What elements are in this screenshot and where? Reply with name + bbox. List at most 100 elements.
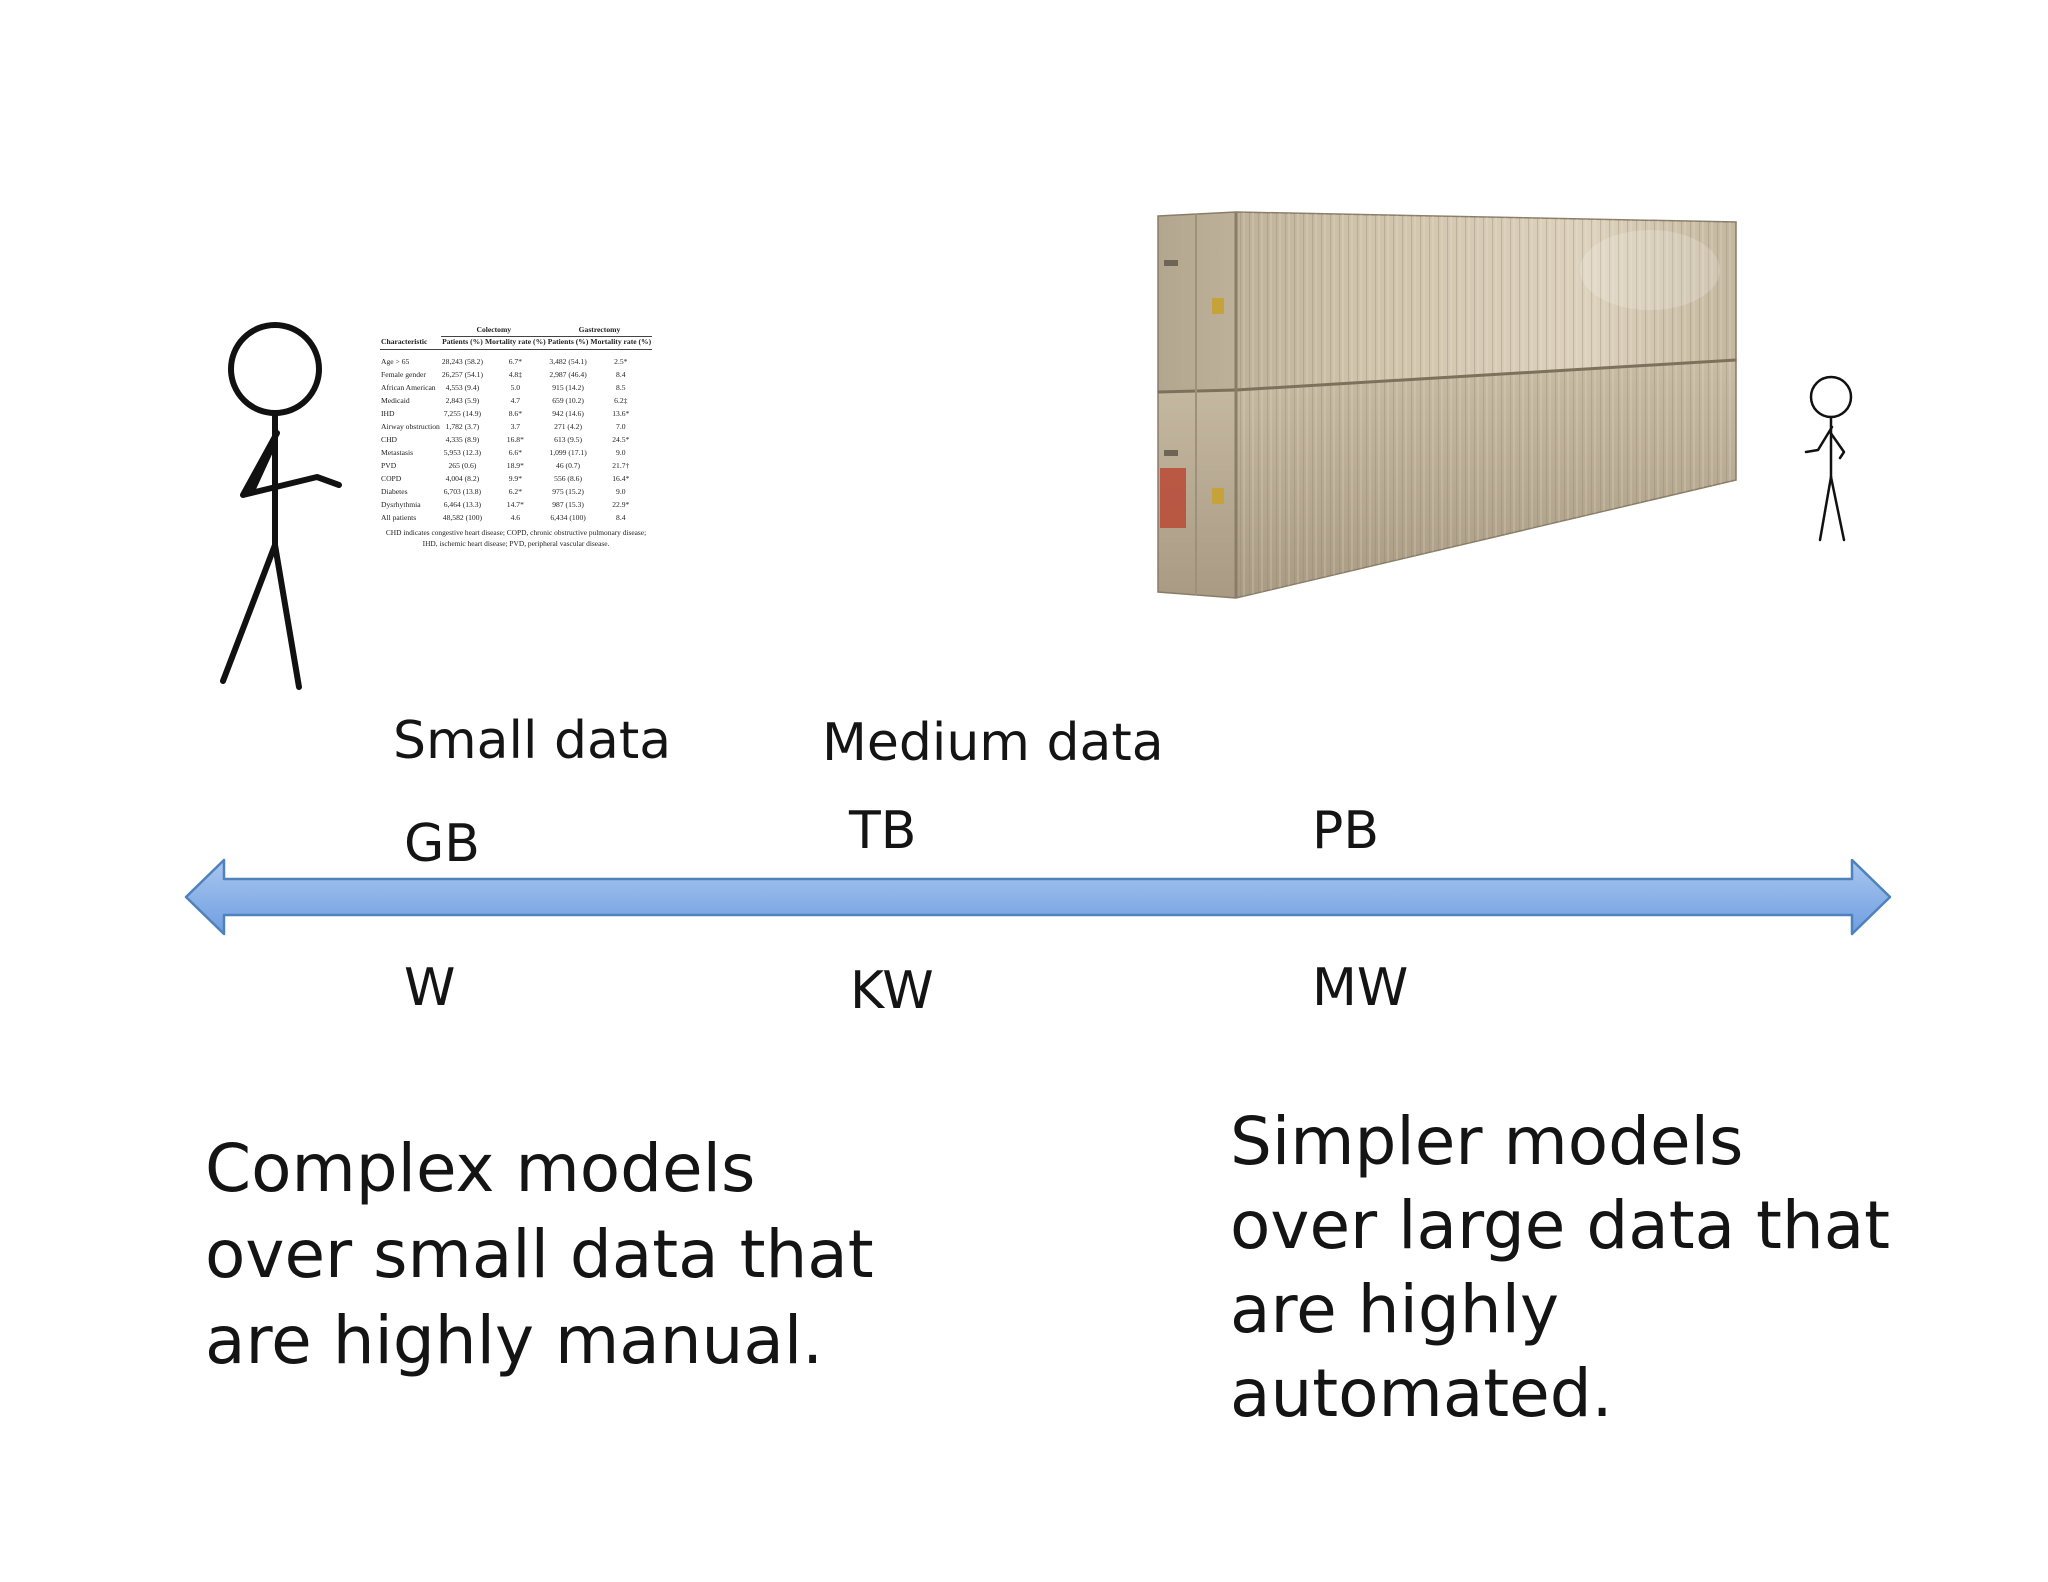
left-caption-line: are highly manual. — [205, 1302, 824, 1379]
table-row: Diabetes 6,703 (13.8) 6.2* 975 (15.2) 9.0 — [380, 485, 652, 498]
w-label: W — [404, 958, 456, 1018]
table-cell: 271 (4.2) — [554, 422, 582, 431]
table-row: Airway obstruction 1,782 (3.7) 3.7 271 (4.2… — [380, 420, 652, 433]
table-column-header: Patients (%) — [440, 336, 484, 350]
table-row: All patients 48,582 (100) 4.6 6,434 (100) 8.… — [380, 511, 652, 524]
table-cell: 9.0 — [616, 448, 626, 457]
table-cell: 4.6 — [510, 513, 521, 522]
table-cell: Dysrhythmia — [381, 500, 421, 509]
table-cell: 6,703 (13.8) — [443, 487, 482, 496]
table-cell: 48,582 (100) — [442, 513, 483, 522]
table-cell: 6.7* — [508, 357, 522, 366]
table-cell: 6,464 (13.3) — [443, 500, 482, 509]
table-column-header: Patients (%) — [546, 336, 590, 350]
arrow-shape — [184, 858, 1892, 936]
table-row: Age > 65 28,243 (58.2) 6.7* 3,482 (54.1) 2.5… — [380, 350, 652, 369]
table-cell: 8.6* — [508, 409, 522, 418]
gb-label: GB — [404, 814, 480, 874]
table-cell: 46 (0.7) — [556, 461, 581, 470]
table-cell: 2,987 (46.4) — [549, 370, 587, 379]
table-cell: 5,953 (12.3) — [443, 448, 482, 457]
table-cell: 4.7 — [510, 396, 521, 405]
table-cell: 915 (14.2) — [552, 383, 584, 392]
table-cell: Metastasis — [381, 448, 414, 457]
mw-label: MW — [1312, 958, 1409, 1018]
table-cell: 24.5* — [612, 435, 630, 444]
table-cell: 8.4 — [616, 370, 626, 379]
table-cell: 8.5 — [616, 383, 626, 392]
table-cell: Diabetes — [381, 487, 408, 496]
left-caption-line: Complex models — [205, 1130, 756, 1207]
table-cell: 28,243 (58.2) — [441, 357, 483, 366]
table-cell: 2,843 (5.9) — [445, 396, 480, 405]
table-cell: 6.2* — [508, 487, 522, 496]
table-cell: 987 (15.3) — [552, 500, 584, 509]
table-cell: 3,482 (54.1) — [549, 357, 587, 366]
pb-label: PB — [1312, 801, 1380, 861]
stick-figure-small-icon — [1804, 375, 1853, 542]
table-body: Age > 65 28,243 (58.2) 6.7* 3,482 (54.1) 2.5… — [380, 350, 652, 525]
table-cell: 4,335 (8.9) — [445, 435, 480, 444]
table-cell: 975 (15.2) — [552, 487, 584, 496]
table-cell: CHD — [381, 435, 398, 444]
table-cell: 3.7 — [510, 422, 521, 431]
table-footnote: CHD indicates congestive heart disease; … — [385, 528, 647, 548]
table-cell: 26,257 (54.1) — [441, 370, 483, 379]
kw-label: KW — [850, 961, 934, 1021]
stick-figure-large-icon — [220, 322, 342, 690]
table-cell: 9.9* — [508, 474, 522, 483]
table-cell: 4.8‡ — [508, 370, 522, 379]
left-caption-line: over small data that — [205, 1216, 874, 1293]
table-group-header: Colectomy — [440, 323, 547, 337]
right-caption-line: Simpler models — [1230, 1103, 1744, 1180]
data-table-thumbnail: Colectomy Gastrectomy Characteristic Pat… — [380, 323, 653, 549]
table-cell: 6.2‡ — [614, 396, 628, 405]
table-group-header: Gastrectomy — [546, 323, 653, 337]
table-cell: All patients — [381, 513, 417, 522]
table-column-header: Mortality rate (%) — [483, 336, 547, 350]
right-caption-line: are highly — [1230, 1271, 1560, 1348]
table-cell: 4,553 (9.4) — [445, 383, 480, 392]
table-cell: Age > 65 — [381, 357, 410, 366]
shipping-container-image — [1157, 211, 1737, 599]
right-caption-line: automated. — [1230, 1355, 1613, 1432]
table-cell: 7,255 (14.9) — [443, 409, 482, 418]
table-cell: African American — [381, 383, 436, 392]
left-caption: Complex models over small data that are … — [205, 1126, 874, 1384]
table-cell: 1,782 (3.7) — [445, 422, 480, 431]
table-cell: Female gender — [381, 370, 426, 379]
table-cell: 2.5* — [614, 357, 628, 366]
table-cell: Medicaid — [381, 396, 410, 405]
table-column-header: Characteristic — [380, 336, 441, 350]
table-cell: 8.4 — [616, 513, 626, 522]
table-cell: COPD — [381, 474, 402, 483]
table-column-header: Mortality rate (%) — [589, 336, 653, 350]
right-caption-line: over large data that — [1230, 1187, 1891, 1264]
table-cell: 6,434 (100) — [550, 513, 586, 522]
table-cell: 556 (8.6) — [554, 474, 582, 483]
table-cell: 13.6* — [612, 409, 630, 418]
table-cell: 22.9* — [612, 500, 630, 509]
table-row: Medicaid 2,843 (5.9) 4.7 659 (10.2) 6.2‡ — [380, 394, 652, 407]
table-cell: 14.7* — [506, 500, 524, 509]
table-cell: 7.0 — [616, 422, 626, 431]
table-cell: 21.7† — [612, 461, 630, 470]
table-cell: 659 (10.2) — [552, 396, 584, 405]
table-cell: PVD — [381, 461, 397, 470]
table-row: Dysrhythmia 6,464 (13.3) 14.7* 987 (15.3) 22… — [380, 498, 652, 511]
table-cell: Airway obstruction — [381, 422, 440, 431]
double-arrow — [184, 858, 1892, 936]
table-cell: 9.0 — [616, 487, 626, 496]
table-row: Female gender 26,257 (54.1) 4.8‡ 2,987 (46.… — [380, 368, 652, 381]
table-cell: IHD — [381, 409, 395, 418]
table-cell: 4,004 (8.2) — [445, 474, 480, 483]
table-cell: 6.6* — [508, 448, 522, 457]
table-cell: 613 (9.5) — [554, 435, 582, 444]
right-caption: Simpler models over large data that are … — [1230, 1100, 1890, 1436]
small-data-label: Small data — [393, 711, 672, 771]
